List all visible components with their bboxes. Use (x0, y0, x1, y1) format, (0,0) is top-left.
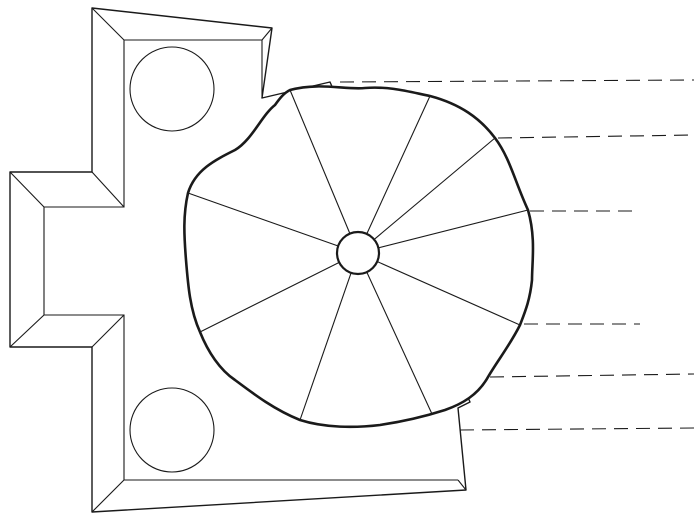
spoke-4 (357, 209, 529, 254)
rotor-spokes (187, 89, 529, 421)
bevel-tab-lower-left (9, 314, 45, 348)
spoke-6 (357, 252, 433, 415)
spoke-7 (299, 252, 359, 421)
spoke-3 (357, 137, 496, 254)
bevel-bottom-right (457, 479, 467, 491)
bevel-bottom-left (91, 479, 125, 513)
lower-hole (129, 387, 215, 473)
leader-line-2 (497, 134, 694, 139)
bevel-tab-lower (91, 314, 125, 348)
spoke-8 (199, 252, 359, 333)
bevel-top-right (261, 27, 273, 41)
spoke-2 (357, 95, 431, 254)
upper-hole (129, 46, 215, 132)
bevel-tab-upper-left (9, 171, 45, 208)
bevel-top-left (91, 7, 125, 41)
bevel-tab-upper (91, 171, 125, 208)
spoke-5 (357, 252, 521, 326)
leader-line-6 (459, 427, 694, 431)
leader-line-1 (339, 79, 694, 83)
leader-lines (339, 79, 694, 431)
rotor-hub (335, 230, 381, 276)
spoke-1 (289, 89, 359, 254)
leader-line-5 (489, 373, 694, 378)
spoke-9 (187, 192, 359, 254)
